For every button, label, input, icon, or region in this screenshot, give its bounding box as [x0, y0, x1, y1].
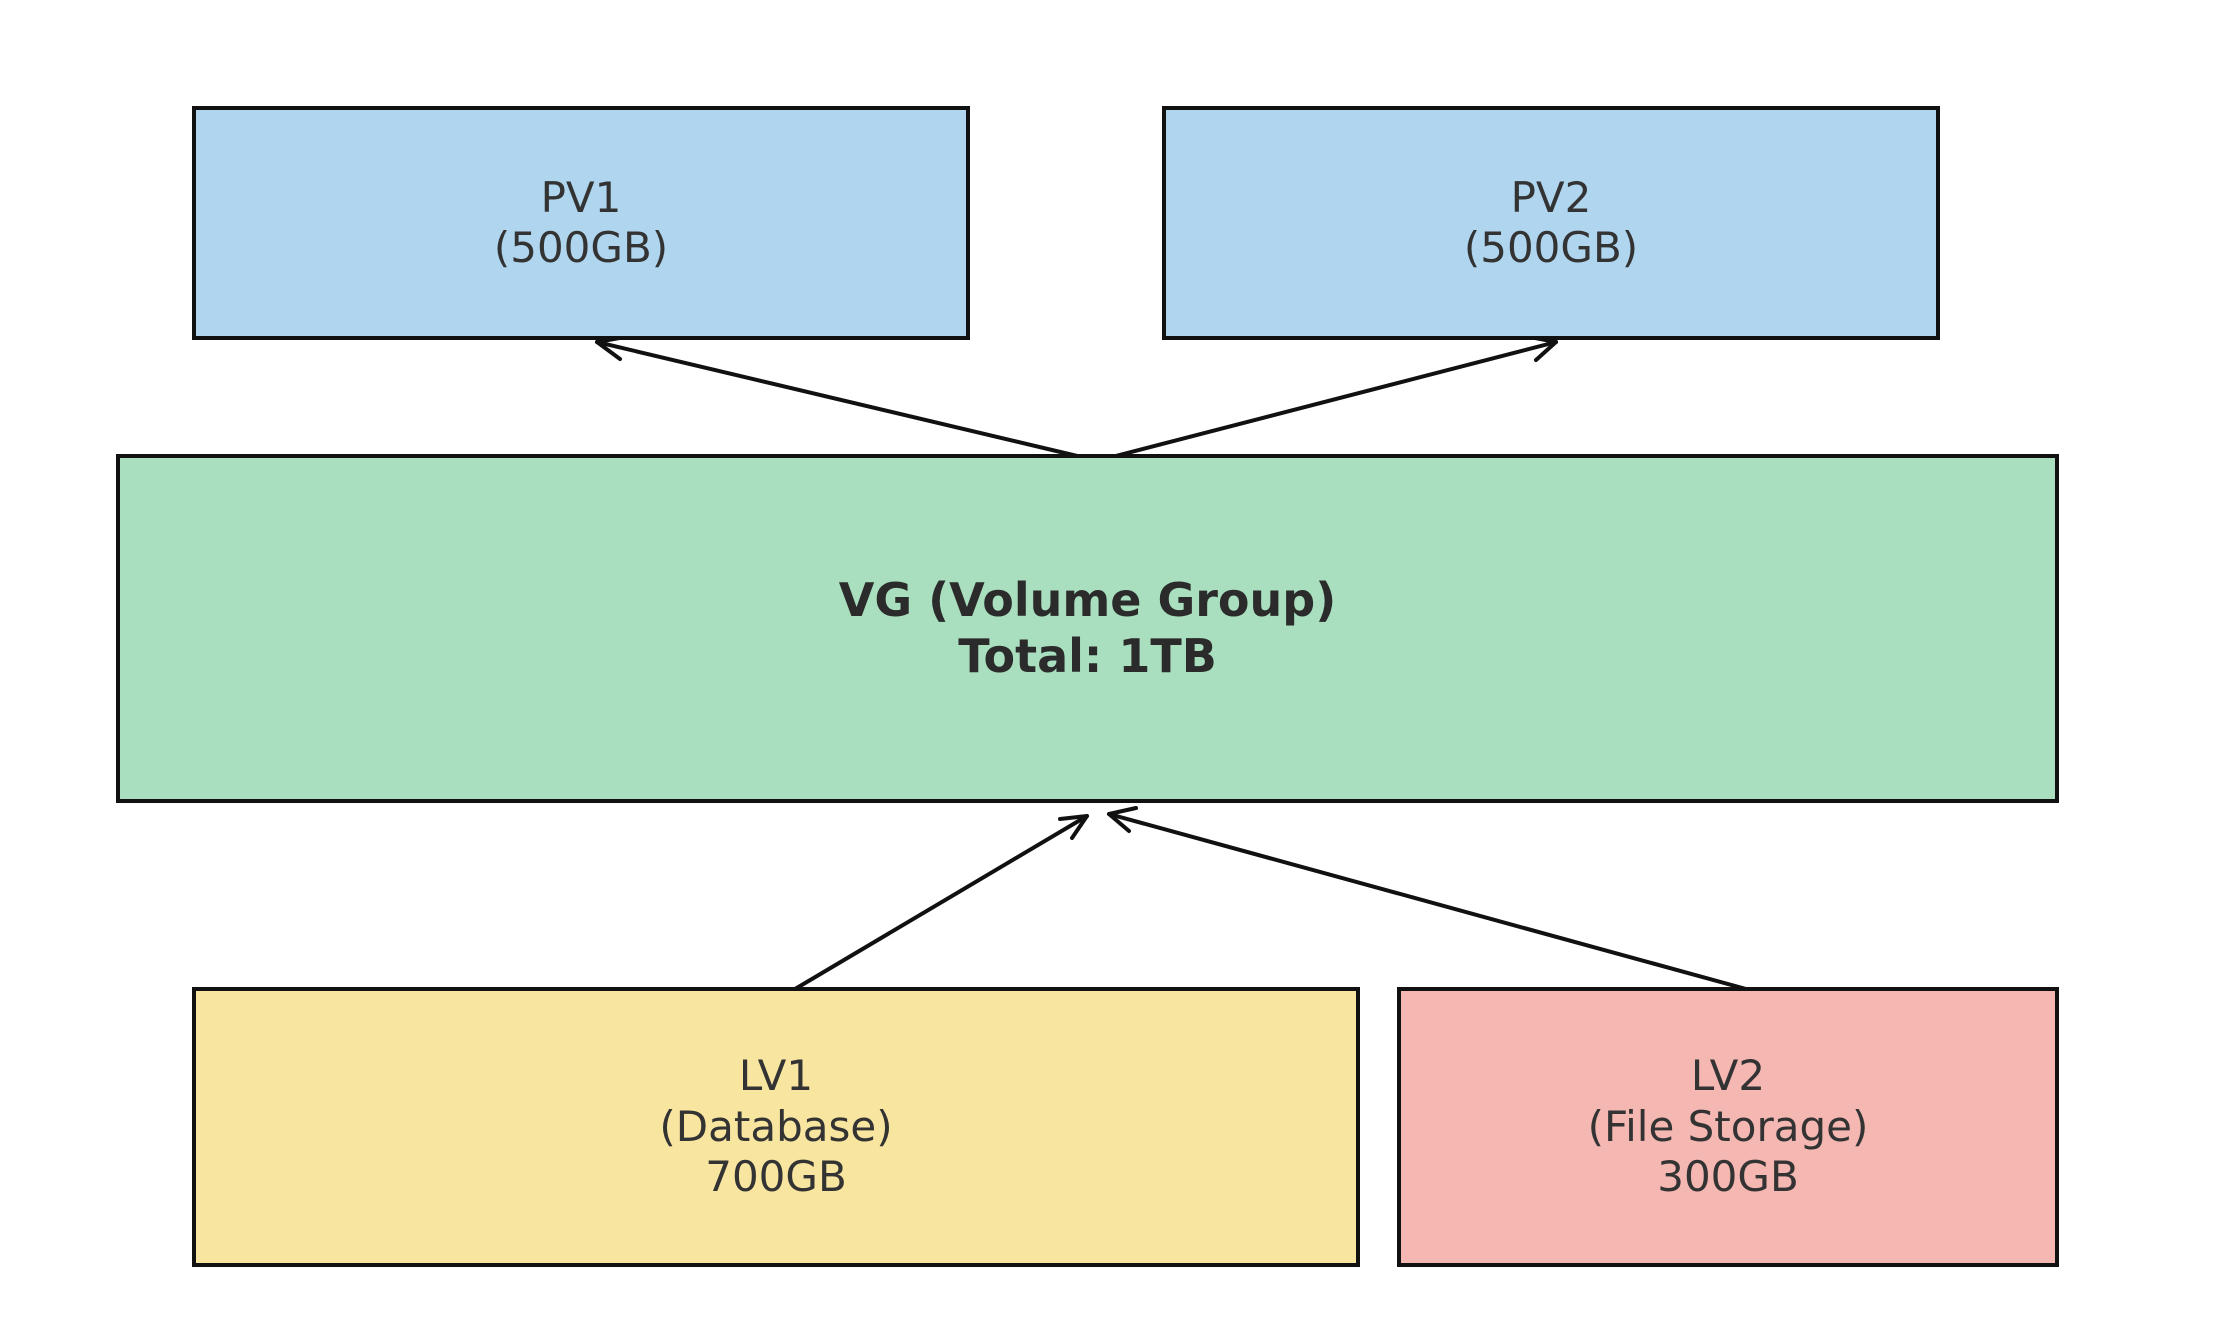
pv1-size: (500GB) — [493, 223, 669, 272]
pv1-name: PV1 — [540, 172, 622, 222]
arrow-vg-to-pv2 — [1102, 335, 1558, 461]
lv1-purpose: (Database) — [659, 1101, 893, 1151]
lv2-purpose: (File Storage) — [1587, 1101, 1869, 1151]
pv2-box: PV2 (500GB) — [1162, 106, 1940, 340]
vg-name: VG (Volume Group) — [838, 573, 1337, 628]
lv1-box: LV1 (Database) 700GB — [192, 987, 1360, 1267]
pv2-size: (500GB) — [1463, 223, 1639, 272]
lv2-name: LV2 — [1690, 1051, 1766, 1101]
lv2-box: LV2 (File Storage) 300GB — [1397, 987, 2059, 1267]
lv2-size: 300GB — [1657, 1152, 1799, 1202]
arrow-lv2-to-vg — [1107, 806, 1759, 994]
lv1-name: LV1 — [738, 1051, 814, 1101]
pv2-name: PV2 — [1510, 172, 1592, 222]
pv1-box: PV1 (500GB) — [192, 106, 970, 340]
arrow-vg-to-pv1 — [595, 335, 1092, 461]
arrow-lv1-to-vg — [788, 814, 1089, 994]
lv1-size: 700GB — [705, 1152, 847, 1202]
vg-total: Total: 1TB — [958, 628, 1217, 683]
vg-box: VG (Volume Group) Total: 1TB — [116, 454, 2059, 803]
